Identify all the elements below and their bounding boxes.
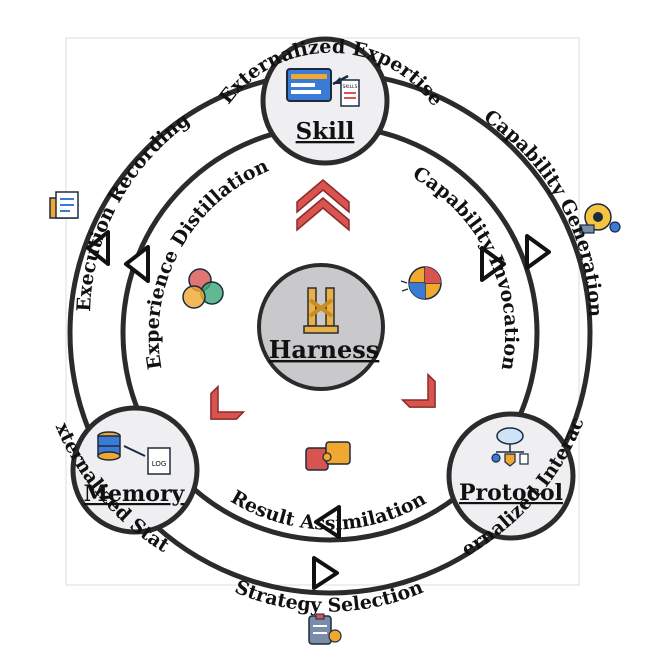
- arrow-triangle-right-outer: [525, 234, 551, 270]
- inner-ring-arrows: [124, 245, 506, 539]
- puzzle-brain-icon: [400, 266, 442, 300]
- memory-label: Memory: [84, 481, 186, 507]
- arrow-triangle-bottom-inner: [314, 505, 341, 539]
- outer-ring-arrows: [86, 230, 551, 590]
- outer-label-execution-recording: Execution Recording: [73, 109, 194, 312]
- memory-node: LOG Memory: [70, 405, 200, 535]
- folder-documents-icon: [49, 191, 79, 219]
- protocol-label: Protocol: [459, 480, 563, 506]
- arrow-triangle-right-inner: [480, 246, 506, 282]
- skills-card-text: SKILLS: [342, 84, 357, 90]
- clipboard-strategy-icon: [308, 613, 342, 645]
- puzzle-hands-icon: [305, 441, 351, 471]
- inner-label-experience-distillation: Experience Distillation: [142, 155, 272, 371]
- arrow-triangle-left-inner: [124, 245, 150, 283]
- cloud-network-icon: [491, 427, 529, 467]
- skills-card-icon: SKILLS: [286, 68, 360, 107]
- database-log-icon: LOG: [97, 431, 171, 475]
- venn-diagram-icon: [182, 268, 224, 309]
- harness-node: Harness: [257, 263, 385, 391]
- protocol-node: Protocol: [446, 411, 576, 541]
- skill-label: Skill: [296, 118, 355, 145]
- arrow-triangle-left-outer: [86, 230, 110, 266]
- chevron-up: [296, 179, 350, 232]
- arrow-triangle-bottom-outer: [312, 556, 339, 590]
- chevron-lower-right: [400, 372, 436, 408]
- harness-label: Harness: [269, 335, 380, 364]
- log-text: LOG: [152, 460, 167, 468]
- harness-straps-icon: [303, 287, 339, 334]
- chevron-lower-left: [210, 384, 246, 420]
- lightbulb-gears-icon: [579, 203, 621, 234]
- skill-node: SKILLS Skill: [260, 36, 390, 166]
